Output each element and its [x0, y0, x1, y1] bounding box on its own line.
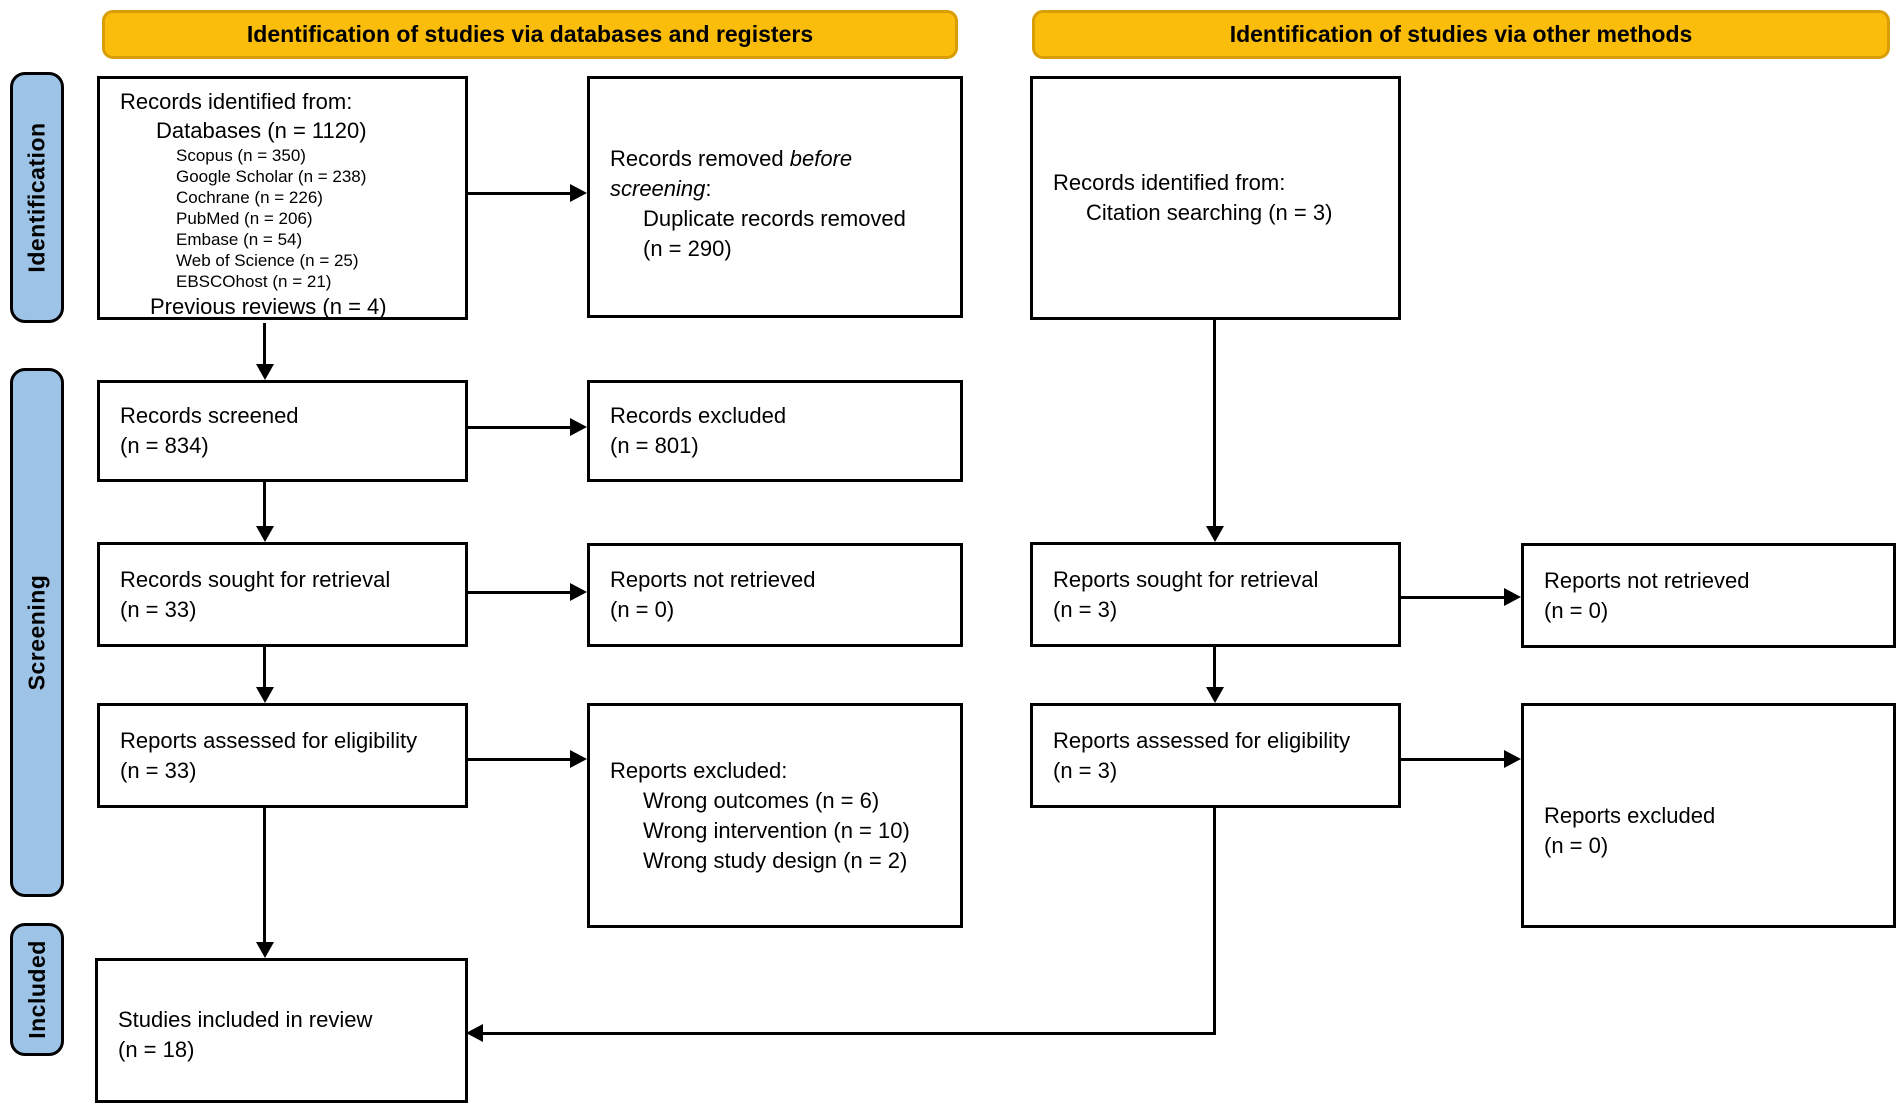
records-removed-colon: :	[705, 176, 712, 201]
records-screened-title: Records screened	[120, 403, 299, 428]
connector-identified-to-removed	[468, 192, 572, 195]
records-excluded-title: Records excluded	[610, 403, 787, 428]
box-records-sought: Records sought for retrieval (n = 33)	[97, 542, 468, 647]
stage-screening: Screening	[10, 368, 64, 897]
banner-databases-registers-label: Identification of studies via databases …	[246, 21, 814, 47]
arrowhead-sought-right-to-notretrieved	[1504, 588, 1521, 606]
connector-assessed-to-included	[263, 808, 266, 944]
box-reports-excluded-right: Reports excluded (n = 0)	[1521, 703, 1896, 928]
box-reports-assessed-right: Reports assessed for eligibility (n = 3)	[1030, 703, 1401, 808]
arrowhead-identified-to-removed	[570, 184, 587, 202]
duplicates-removed-count: (n = 290)	[643, 236, 732, 261]
source-embase: Embase (n = 54)	[176, 230, 303, 249]
records-removed-line2: screening:	[610, 174, 954, 204]
reports-sought-right-count: (n = 3)	[1053, 596, 1118, 622]
box-reports-assessed-left: Reports assessed for eligibility (n = 33…	[97, 703, 468, 808]
records-removed-line1: Records removed before	[610, 144, 954, 174]
source-google-scholar: Google Scholar (n = 238)	[176, 167, 367, 186]
reports-sought-right-title: Reports sought for retrieval	[1053, 566, 1319, 592]
connector-citation-to-sought	[1213, 320, 1216, 528]
arrowhead-assessed-right-to-excluded	[1504, 750, 1521, 768]
box-reports-excluded-left: Reports excluded: Wrong outcomes (n = 6)…	[587, 703, 963, 928]
stage-identification-label: Identification	[23, 122, 50, 273]
citation-searching-count: Citation searching (n = 3)	[1086, 200, 1333, 225]
box-citation-identified: Records identified from: Citation search…	[1030, 76, 1401, 320]
banner-databases-registers: Identification of studies via databases …	[102, 10, 958, 59]
connector-identified-to-screened	[263, 323, 266, 366]
records-removed-normal: Records removed	[610, 146, 790, 171]
records-sought-title: Records sought for retrieval	[120, 566, 391, 592]
box-reports-not-retrieved-left: Reports not retrieved (n = 0)	[587, 543, 963, 647]
arrowhead-sought-to-notretrieved	[570, 583, 587, 601]
records-removed-italic-screening: screening	[610, 176, 706, 201]
arrowhead-othermethods-to-included	[466, 1024, 483, 1042]
banner-other-methods: Identification of studies via other meth…	[1032, 10, 1890, 59]
reports-assessed-left-title: Reports assessed for eligibility	[120, 727, 418, 753]
box-studies-included: Studies included in review (n = 18)	[95, 958, 468, 1103]
records-screened-count: (n = 834)	[120, 433, 209, 458]
box-records-identified-databases: Records identified from: Databases (n = …	[97, 76, 468, 320]
reports-not-retrieved-left-title: Reports not retrieved	[610, 567, 816, 592]
source-ebscohost: EBSCOhost (n = 21)	[176, 272, 332, 291]
stage-included: Included	[10, 923, 64, 1056]
excluded-reason-outcomes: Wrong outcomes (n = 6)	[643, 787, 880, 813]
arrowhead-sought-to-assessed	[256, 687, 274, 703]
arrowhead-screened-to-sought	[256, 526, 274, 542]
connector-sought-right-to-notretrieved	[1401, 596, 1506, 599]
arrowhead-citation-to-sought	[1206, 526, 1224, 542]
records-identified-line: Records identified from:	[120, 89, 353, 114]
connector-screened-to-sought	[263, 482, 266, 528]
reports-assessed-right-count: (n = 3)	[1053, 757, 1118, 783]
studies-included-title: Studies included in review	[118, 1006, 373, 1032]
arrowhead-screened-to-excluded	[570, 418, 587, 436]
connector-assessed-to-excluded	[468, 758, 572, 761]
box-reports-not-retrieved-right: Reports not retrieved (n = 0)	[1521, 543, 1896, 648]
previous-reviews-count: Previous reviews (n = 4)	[150, 294, 387, 319]
databases-count: Databases (n = 1120)	[156, 118, 367, 143]
reports-excluded-right-count: (n = 0)	[1544, 832, 1609, 858]
excluded-reason-design: Wrong study design (n = 2)	[643, 847, 908, 873]
reports-assessed-left-count: (n = 33)	[120, 757, 197, 783]
reports-excluded-right-title: Reports excluded	[1544, 802, 1716, 828]
stage-identification: Identification	[10, 72, 64, 323]
stage-screening-label: Screening	[23, 574, 50, 691]
reports-not-retrieved-left-count: (n = 0)	[610, 597, 675, 622]
source-web-of-science: Web of Science (n = 25)	[176, 251, 359, 270]
connector-othermethods-to-included	[483, 1032, 1215, 1035]
arrowhead-sought-right-to-assessed	[1206, 687, 1224, 703]
banner-other-methods-label: Identification of studies via other meth…	[1229, 21, 1693, 47]
arrowhead-identified-to-screened	[256, 364, 274, 380]
connector-sought-to-notretrieved	[468, 591, 572, 594]
arrowhead-assessed-to-excluded	[570, 750, 587, 768]
connector-sought-to-assessed	[263, 647, 266, 689]
box-records-removed: Records removed before screening: Duplic…	[587, 76, 963, 318]
studies-included-count: (n = 18)	[118, 1036, 195, 1062]
arrowhead-assessed-to-included	[256, 942, 274, 958]
connector-sought-right-to-assessed	[1213, 647, 1216, 689]
connector-assessed-right-down	[1213, 808, 1216, 1035]
box-reports-sought-right: Reports sought for retrieval (n = 3)	[1030, 542, 1401, 647]
records-sought-count: (n = 33)	[120, 596, 197, 622]
records-removed-italic-before: before	[789, 146, 853, 171]
excluded-reason-intervention: Wrong intervention (n = 10)	[643, 817, 910, 843]
source-scopus: Scopus (n = 350)	[176, 146, 306, 165]
citation-identified-line: Records identified from:	[1053, 170, 1286, 195]
box-records-screened: Records screened (n = 834)	[97, 380, 468, 482]
connector-assessed-right-to-excluded	[1401, 758, 1506, 761]
box-records-excluded: Records excluded (n = 801)	[587, 380, 963, 482]
stage-included-label: Included	[23, 940, 50, 1039]
reports-excluded-left-title: Reports excluded:	[610, 757, 788, 783]
source-pubmed: PubMed (n = 206)	[176, 209, 313, 228]
records-excluded-count: (n = 801)	[610, 433, 699, 458]
reports-not-retrieved-right-title: Reports not retrieved	[1544, 567, 1750, 593]
reports-not-retrieved-right-count: (n = 0)	[1544, 597, 1609, 623]
connector-screened-to-excluded	[468, 426, 572, 429]
source-cochrane: Cochrane (n = 226)	[176, 188, 323, 207]
reports-assessed-right-title: Reports assessed for eligibility	[1053, 727, 1351, 753]
duplicates-removed-line: Duplicate records removed	[643, 206, 906, 231]
